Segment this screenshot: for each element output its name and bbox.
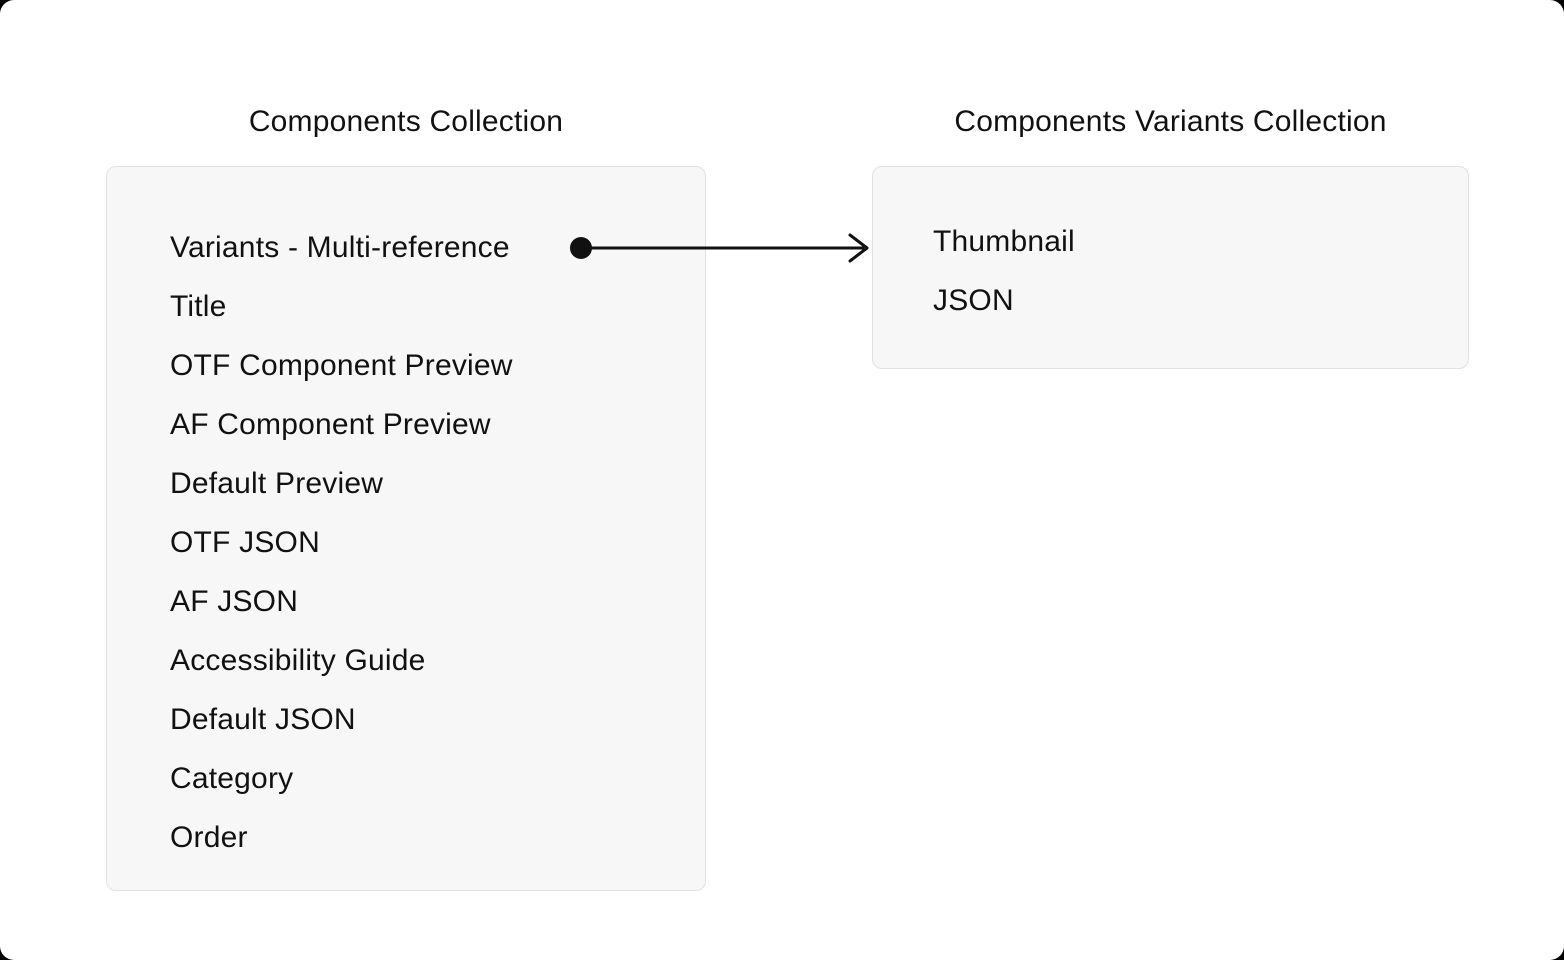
field-item: Variants - Multi-reference xyxy=(170,230,510,264)
field-item: Thumbnail xyxy=(933,224,1075,258)
field-item: Order xyxy=(170,820,248,854)
components-variants-collection-box: Thumbnail JSON xyxy=(872,166,1469,369)
field-item: OTF Component Preview xyxy=(170,348,513,382)
field-item: Title xyxy=(170,289,227,323)
field-item: OTF JSON xyxy=(170,525,320,559)
field-item: Default JSON xyxy=(170,702,356,736)
components-variants-collection-title: Components Variants Collection xyxy=(954,105,1387,138)
components-variants-field-list: Thumbnail JSON xyxy=(873,167,1468,330)
components-collection-field-list: Variants - Multi-reference Title OTF Com… xyxy=(107,167,705,867)
field-item: JSON xyxy=(933,283,1014,317)
field-item: Accessibility Guide xyxy=(170,643,426,677)
arrowhead-icon xyxy=(848,233,869,263)
components-collection-title: Components Collection xyxy=(248,105,564,138)
components-collection-box: Variants - Multi-reference Title OTF Com… xyxy=(106,166,706,891)
field-item: Default Preview xyxy=(170,466,384,500)
field-item: Category xyxy=(170,761,294,795)
field-item: AF Component Preview xyxy=(170,407,491,441)
field-item: AF JSON xyxy=(170,584,299,618)
